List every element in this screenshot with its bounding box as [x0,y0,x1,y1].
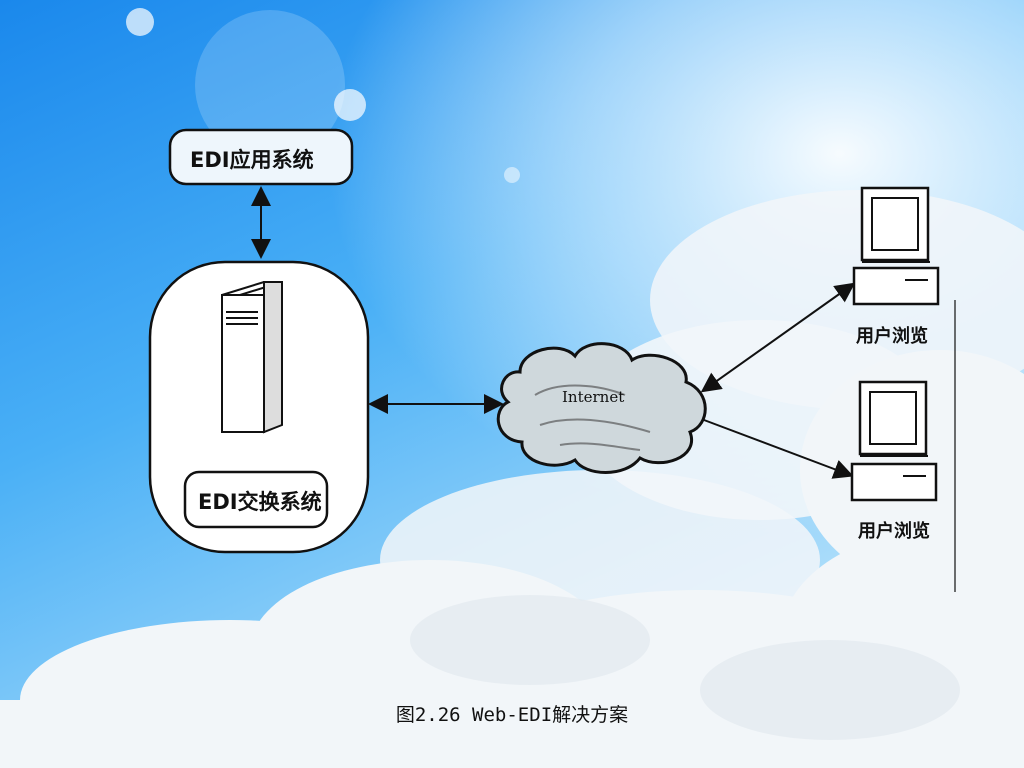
internet-client-top-connector [700,282,856,393]
client-top-label: 用户浏览 [856,326,928,347]
figure-caption: 图2.26 Web-EDI解决方案 [395,704,629,726]
internet-cloud-icon [496,342,707,474]
app-system-label: EDI应用系统 [190,148,314,172]
client-bottom-label: 用户浏览 [858,521,930,542]
cloud-label: Internet [562,388,625,406]
server-icon [221,281,283,434]
exchange-system-box [183,470,329,529]
internet-client-bottom-connector [703,419,854,479]
computer-bottom-icon [850,380,938,502]
exchange-system-label: EDI交换系统 [198,490,322,514]
computer-top-icon [852,186,940,306]
app-system-box [168,128,354,186]
